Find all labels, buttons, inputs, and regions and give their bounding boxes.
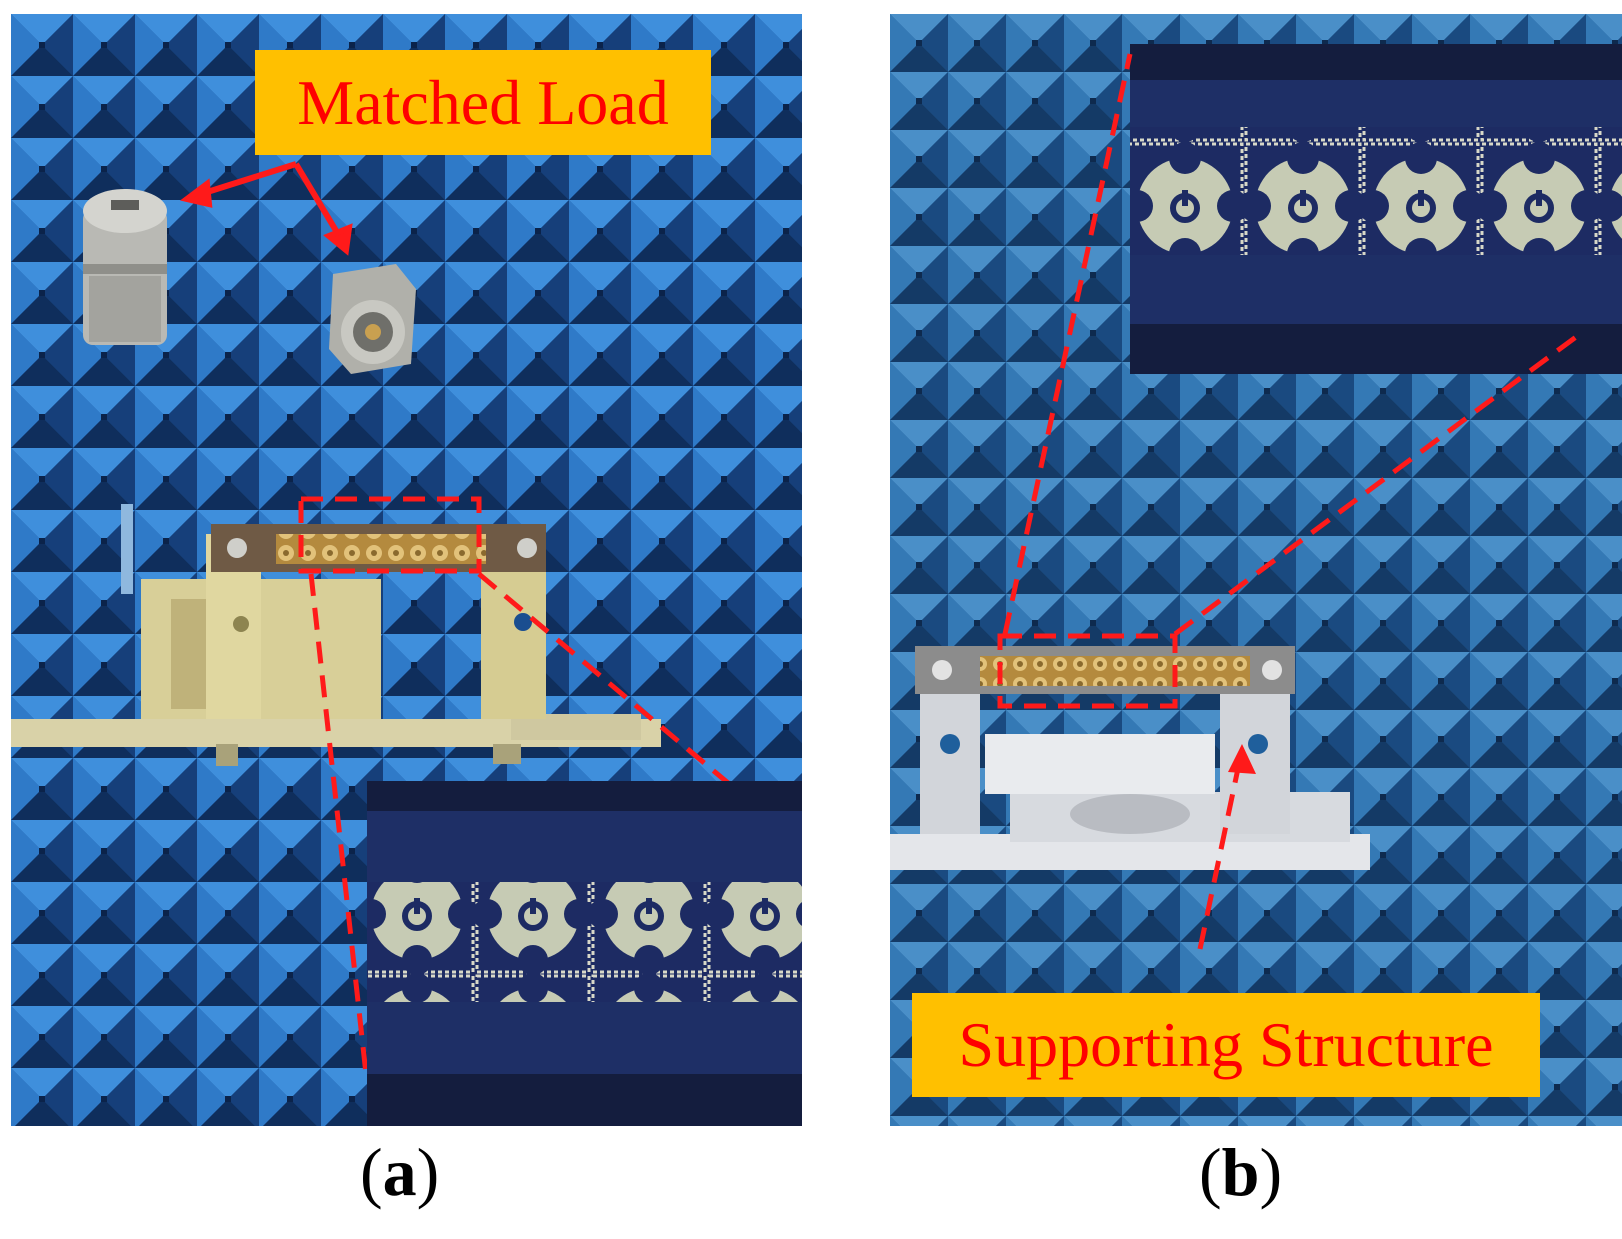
callout-arrows [180,161,353,256]
sublabel-b-open: ( [1199,1134,1222,1210]
magnified-inset-b [1130,44,1622,374]
subfigure-label-a: (a) [360,1138,439,1206]
sublabel-a-close: ) [416,1134,440,1210]
support-arrow-head [1228,744,1256,774]
zoom-indicator-a [298,496,773,1075]
antenna-fixture-a [11,504,661,766]
subfigure-label-b: (b) [1199,1138,1282,1206]
matched-load-callout: Matched Load [255,50,711,155]
zoom-indicator-b [997,53,1582,950]
matched-load-connector-right [329,264,416,374]
magnified-inset-a [367,781,802,1126]
photo-panel-b [890,14,1622,1126]
sublabel-b-close: ) [1259,1134,1283,1210]
anechoic-chamber-photo-b [890,14,1622,1126]
anechoic-chamber-photo-a [11,14,802,1126]
matched-load-connector-left [83,189,167,345]
sublabel-a-letter: a [382,1134,417,1210]
sublabel-a-open: ( [360,1134,383,1210]
sublabel-b-letter: b [1221,1134,1260,1210]
supporting-structure-callout: Supporting Structure [912,993,1540,1097]
photo-panel-a [11,14,802,1126]
antenna-fixture-b [890,646,1370,870]
